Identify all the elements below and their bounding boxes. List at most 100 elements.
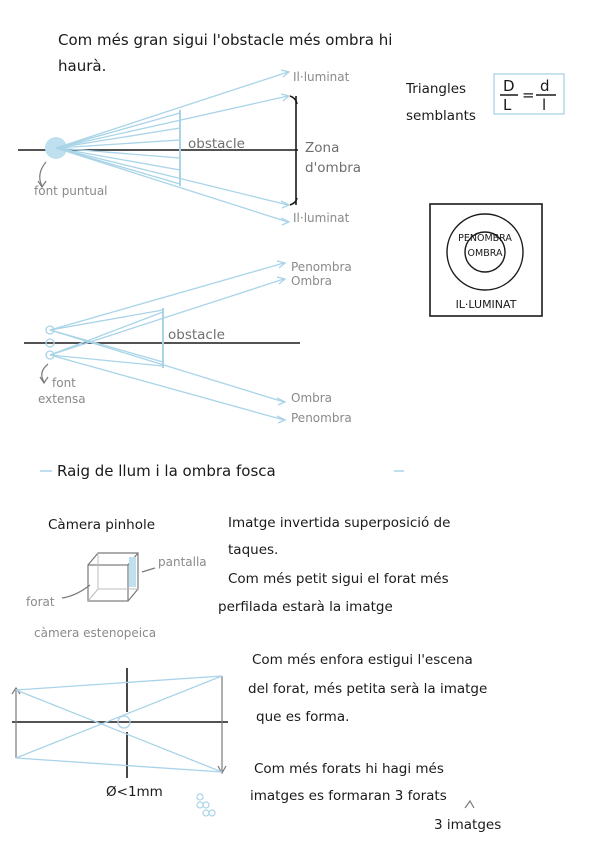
label-penumbra-bottom: Penombra (291, 411, 352, 425)
label-illuminated: IL·LUMINAT (456, 298, 517, 311)
hole-dot (202, 801, 210, 809)
ray (55, 127, 181, 149)
formula-box (493, 73, 565, 115)
ray (15, 689, 223, 773)
hole-pointer (61, 584, 91, 599)
label-screen: pantalla (158, 555, 207, 569)
ray (49, 354, 164, 367)
umbra-circle (464, 231, 506, 273)
pinhole-text-4: perfilada estarà la imatge (218, 599, 393, 615)
aperture-diagram: Ø<1mm Com més enfora estigui l'escena de… (11, 652, 501, 833)
label-extended-source-2: extensa (38, 392, 86, 406)
object-arrowhead (11, 686, 21, 695)
source-point-top (45, 325, 55, 335)
arrow-up (464, 799, 475, 809)
formula-l: l (542, 96, 546, 114)
section-title-text: Raig de llum i la ombra fosca (57, 462, 276, 480)
ray-arrowhead (280, 200, 291, 209)
similar-triangles: Triangles semblants D L = d l (405, 73, 565, 124)
label-umbra: OMBRA (468, 248, 503, 259)
label-obstacle-2: obstacle (168, 327, 225, 343)
label-umbra-top: Ombra (291, 274, 332, 288)
pinhole-text-2: taques. (228, 542, 278, 558)
label-obstacle: obstacle (188, 136, 245, 152)
ray-arrowhead (276, 276, 287, 285)
label-similar: semblants (406, 108, 476, 124)
hole-dot (196, 793, 204, 801)
ray (55, 112, 181, 149)
ray-arrowhead (280, 93, 291, 102)
ray (55, 147, 289, 206)
penumbra-circle (446, 213, 524, 291)
label-umbra-bottom: Ombra (291, 391, 332, 405)
label-triangles: Triangles (405, 81, 466, 97)
ray (49, 329, 164, 363)
label-penumbra-top: Penombra (291, 260, 352, 274)
ray (49, 262, 285, 331)
ray (49, 309, 164, 331)
hole-dot (208, 809, 216, 817)
ray-arrowhead (280, 217, 291, 226)
pinhole-text-3: Com més petit sigui el forat més (228, 571, 449, 587)
ray (49, 311, 164, 356)
ray (55, 71, 289, 149)
ray (15, 675, 223, 691)
intro-line-2: haurà. (58, 57, 106, 75)
ray (55, 147, 289, 223)
ray-arrowhead (276, 397, 287, 406)
label-hole: forat (26, 595, 55, 609)
image-arrowhead (217, 765, 227, 775)
aperture-text-4: Com més forats hi hagi més (254, 761, 444, 777)
label-illuminated-top: Il·luminat (293, 70, 350, 84)
screen-hook-bottom (289, 197, 298, 206)
shadow-box-frame (429, 203, 543, 317)
label-illuminated-bottom: Il·luminat (293, 211, 350, 225)
point-source-diagram: obstacle Il·luminat Zona d'ombra Il·lumi… (18, 69, 361, 226)
ray (15, 757, 223, 773)
pinhole-title: Càmera pinhole (48, 517, 155, 533)
ray (55, 139, 181, 149)
camera-box-front (87, 564, 129, 602)
aperture-hole (117, 715, 131, 729)
source-pointer-head-2 (39, 376, 49, 385)
aperture-text-2: del forat, més petita serà la imatge (248, 681, 487, 697)
ray (15, 675, 223, 759)
label-penumbra: PENOMBRA (458, 233, 512, 244)
camera-screen (129, 557, 136, 587)
screen-hook-top (289, 95, 298, 105)
source-pointer-head (37, 180, 47, 189)
source-pointer-2 (41, 363, 49, 383)
formula-L: L (503, 96, 512, 114)
aperture-text-6: 3 imatges (434, 817, 501, 833)
label-shadow-zone-2: d'ombra (305, 160, 361, 176)
source-pointer (39, 161, 47, 187)
ray (55, 147, 181, 159)
aperture-text-5: imatges es formaran 3 forats (250, 788, 447, 804)
label-extended-source-1: font (52, 376, 76, 390)
shadow-box: PENOMBRA OMBRA IL·LUMINAT (429, 203, 543, 317)
intro-line-1: Com més gran sigui l'obstacle més ombra … (58, 31, 392, 49)
label-point-source: font puntual (34, 184, 108, 198)
formula-equals: = (522, 86, 535, 104)
aperture-text-3: que es forma. (256, 709, 349, 725)
label-shadow-zone-1: Zona (305, 140, 339, 156)
ray (49, 329, 285, 403)
screen-pointer (141, 567, 156, 573)
ray-arrowhead (276, 260, 287, 269)
ray (49, 354, 285, 421)
ray (55, 147, 181, 171)
ray-arrowhead (276, 415, 287, 424)
hole-dot (202, 809, 210, 817)
label-diameter: Ø<1mm (106, 784, 163, 800)
formula-D: D (503, 77, 515, 95)
camera-box-hidden-edge (87, 588, 99, 602)
pinhole-camera: Càmera pinhole pantalla forat càmera est… (26, 515, 450, 640)
hole-dot (196, 801, 204, 809)
ray-arrowhead (280, 69, 291, 78)
extended-source-diagram: obstacle Penombra Ombra Ombra Penombra f… (24, 260, 352, 425)
aperture-text-1: Com més enfora estigui l'escena (252, 652, 473, 668)
ray (55, 95, 289, 149)
source-point-mid (45, 338, 55, 348)
